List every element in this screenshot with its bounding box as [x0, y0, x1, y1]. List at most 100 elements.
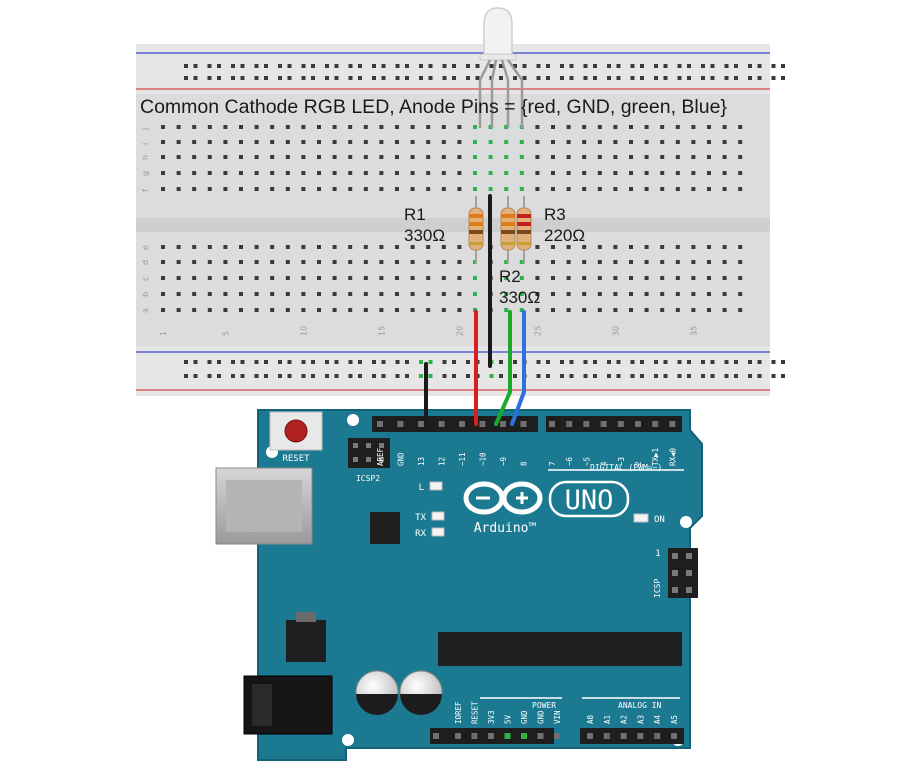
breadboard-hole	[426, 125, 431, 129]
rail-hole	[301, 76, 306, 80]
header-socket[interactable]	[504, 733, 511, 739]
rail-hole	[710, 374, 715, 378]
breadboard-hole	[738, 308, 743, 312]
breadboard-hole	[551, 292, 555, 296]
rail-hole	[560, 64, 564, 68]
column-number: 35	[689, 326, 698, 336]
header-socket[interactable]	[583, 421, 590, 427]
breadboard-hole	[644, 187, 649, 191]
breadboard-hole	[363, 260, 368, 264]
breadboard-hole	[691, 171, 696, 175]
rail-hole	[193, 374, 198, 378]
header-socket[interactable]	[669, 421, 676, 427]
breadboard-hole	[707, 171, 711, 175]
digital-pin-label: RX◀0	[668, 447, 677, 466]
rail-hole	[217, 64, 221, 68]
header-socket[interactable]	[479, 421, 486, 427]
breadboard-hole	[566, 187, 571, 191]
rail-hole	[254, 64, 259, 68]
rail-hole	[569, 360, 574, 364]
breadboard-hole	[597, 155, 602, 159]
digital-pin-label: 7	[548, 461, 557, 466]
rail-hole	[616, 374, 621, 378]
header-socket[interactable]	[617, 421, 624, 427]
rail-hole	[616, 360, 621, 364]
breadboard-hole	[457, 308, 462, 312]
breadboard-hole	[317, 245, 321, 249]
rail-hole	[630, 360, 635, 364]
breadboard-hole	[675, 171, 680, 175]
wires	[424, 194, 526, 426]
digital-header-right	[546, 416, 682, 432]
breadboard-hole	[738, 171, 743, 175]
breadboard-hole	[332, 187, 337, 191]
header-socket[interactable]	[637, 733, 644, 739]
rail-hole	[499, 64, 503, 68]
breadboard-hole	[566, 155, 571, 159]
rail-hole	[254, 360, 259, 364]
header-socket[interactable]	[671, 733, 677, 739]
header-socket[interactable]	[471, 733, 478, 739]
digital-pin-label: 12	[438, 457, 447, 466]
header-socket[interactable]	[520, 421, 527, 427]
header-socket[interactable]	[377, 421, 383, 427]
header-socket[interactable]	[397, 421, 404, 427]
rail-hole	[734, 64, 738, 68]
header-socket[interactable]	[566, 421, 573, 427]
row-letter: f	[141, 189, 150, 192]
breadboard-hole	[504, 187, 509, 191]
rail-hole	[536, 374, 541, 378]
breadboard-hole	[192, 276, 197, 280]
header-socket[interactable]	[549, 421, 555, 427]
breadboard-hole	[660, 171, 665, 175]
breadboard-hole	[270, 308, 275, 312]
rail-hole	[428, 76, 433, 80]
reset-button-cap[interactable]	[284, 419, 308, 443]
rail-hole	[325, 76, 329, 80]
digital-pin-label: 2	[634, 461, 643, 466]
breadboard-hole	[426, 245, 431, 249]
rail-hole	[287, 360, 292, 364]
row-letter: a	[141, 308, 150, 313]
header-socket[interactable]	[537, 733, 544, 739]
breadboard-hole	[239, 187, 243, 191]
breadboard-hole	[192, 308, 197, 312]
breadboard-hole	[410, 308, 415, 312]
header-socket[interactable]	[488, 733, 494, 739]
breadboard-hole	[473, 140, 477, 144]
digital-pin-label: AREF	[376, 447, 385, 466]
rail-hole	[489, 374, 494, 378]
header-socket[interactable]	[620, 733, 627, 739]
breadboard-hole	[504, 260, 509, 264]
header-socket[interactable]	[455, 733, 461, 739]
breadboard-hole	[192, 140, 197, 144]
header-socket[interactable]	[587, 733, 593, 739]
voltage-regulator-tab	[296, 612, 316, 622]
rail-hole	[358, 374, 362, 378]
rail-hole	[334, 64, 339, 68]
header-socket[interactable]	[438, 421, 445, 427]
breadboard-hole	[348, 292, 353, 296]
header-socket[interactable]	[418, 421, 424, 427]
rail-hole	[640, 76, 644, 80]
header-socket[interactable]	[652, 421, 659, 427]
analog-pin-label: A3	[636, 715, 645, 724]
breadboard-hole	[379, 276, 384, 280]
header-socket[interactable]	[433, 733, 439, 739]
breadboard-hole	[395, 276, 399, 280]
header-socket[interactable]	[500, 421, 506, 427]
rail-hole	[301, 374, 306, 378]
breadboard-hole	[738, 125, 743, 129]
breadboard-hole	[566, 125, 571, 129]
header-socket[interactable]	[554, 733, 560, 739]
header-socket[interactable]	[603, 733, 610, 739]
header-socket[interactable]	[654, 733, 661, 739]
header-socket[interactable]	[635, 421, 641, 427]
header-socket[interactable]	[600, 421, 607, 427]
header-socket[interactable]	[521, 733, 527, 739]
header-socket[interactable]	[459, 421, 465, 427]
rail-hole	[654, 64, 658, 68]
breadboard-hole	[722, 308, 727, 312]
rail-hole	[231, 64, 235, 68]
